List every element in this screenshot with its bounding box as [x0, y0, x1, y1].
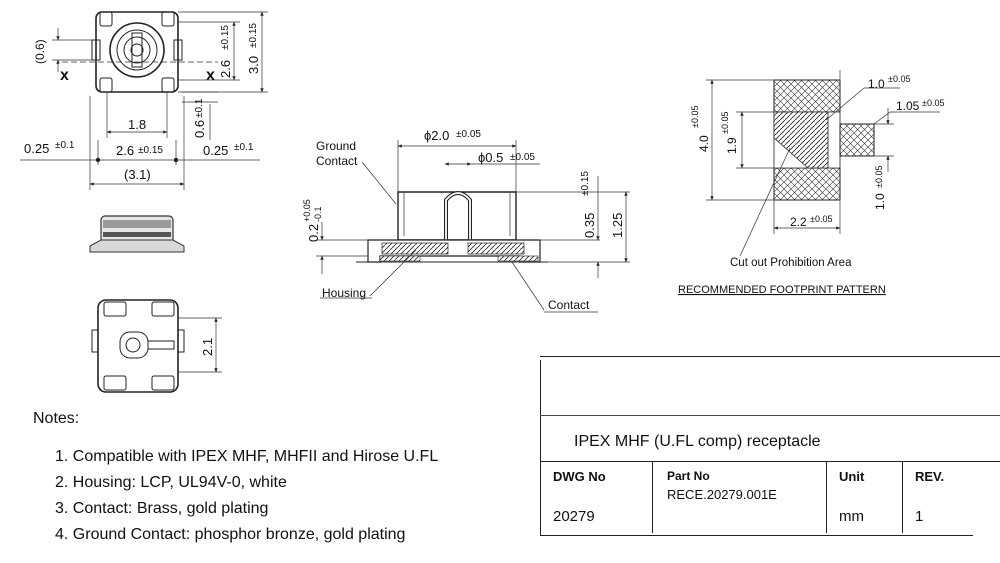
dia-0-5: ϕ0.5	[478, 150, 503, 165]
fp-dim-1-0-top: 1.0	[868, 77, 885, 91]
label-housing: Housing	[322, 286, 366, 300]
dim-1-8: 1.8	[128, 117, 146, 132]
dim-2-1: 2.1	[200, 338, 215, 356]
unit-value: mm	[839, 508, 864, 525]
cell-unit: Unit mm	[826, 462, 903, 533]
dwg-no-label: DWG No	[553, 469, 606, 484]
note-item: 2. Housing: LCP, UL94V-0, white	[55, 474, 287, 491]
dim-3-0-tol: ±0.15	[248, 23, 259, 48]
part-no-value: RECE.20279.001E	[667, 487, 777, 502]
top-view: x x (0.6) 3.0 ±0.15 2.6 ±0.15 0.6 ±0.1 1…	[20, 11, 268, 190]
note-item: 3. Contact: Brass, gold plating	[55, 500, 269, 517]
dim-025-right-tol: ±0.1	[234, 142, 254, 153]
side-view	[89, 215, 185, 253]
dia-2-0-tol: ±0.05	[456, 129, 481, 140]
footprint-pad-bottom	[773, 167, 841, 201]
note-item: 4. Ground Contact: phosphor bronze, gold…	[55, 526, 406, 543]
dia-0-5-tol: ±0.05	[510, 152, 535, 163]
title-block-frame	[540, 360, 973, 536]
dim-2-6-h-tol: ±0.15	[138, 145, 163, 156]
dwg-no-value: 20279	[553, 508, 595, 525]
cell-rev: REV. 1	[902, 462, 1000, 533]
top-view-outer-ring	[109, 22, 165, 78]
fp-dim-1-05-tol: ±0.05	[922, 98, 944, 108]
label-ground-line1: Ground	[316, 139, 356, 153]
fp-dim-1-9-tol: ±0.05	[720, 112, 730, 134]
dim-025-left: 0.25	[24, 141, 49, 156]
dim-0-6-b-tol: ±0.1	[194, 98, 205, 118]
fp-dim-1-05: 1.05	[896, 99, 920, 113]
title-block-separator	[540, 415, 1000, 416]
notes-title: Notes:	[33, 410, 80, 427]
title-block-row: DWG No 20279 Part No RECE.20279.001E Uni…	[540, 461, 1000, 533]
cell-part-no: Part No RECE.20279.001E	[652, 462, 823, 533]
x-mark-left: x	[60, 67, 69, 84]
unit-label: Unit	[839, 469, 865, 484]
x-mark-right: x	[206, 67, 215, 84]
label-contact: Contact	[548, 298, 590, 312]
part-description: IPEX MHF (U.FL comp) receptacle	[574, 433, 821, 450]
fp-dim-1-9: 1.9	[725, 137, 739, 154]
rev-value: 1	[915, 508, 924, 525]
dim-2-6-h: 2.6	[116, 143, 134, 158]
dim-0-35-tol: ±0.15	[580, 171, 591, 196]
bottom-view-body	[97, 299, 179, 393]
dim-0-6-paren: (0.6)	[33, 39, 47, 64]
fp-cutout-label: Cut out Prohibition Area	[730, 257, 852, 269]
fp-dim-4-0: 4.0	[697, 135, 711, 152]
notes-section: Notes: 1. Compatible with IPEX MHF, MHFI…	[33, 410, 438, 552]
fp-dim-2-2: 2.2	[790, 215, 807, 229]
dim-0-35: 0.35	[582, 213, 597, 238]
dim-025-right: 0.25	[203, 143, 228, 158]
dim-3-0: 3.0	[246, 56, 261, 74]
dim-0-2: 0.2	[306, 224, 321, 242]
footprint-signal-pad	[839, 123, 875, 157]
dim-1-25: 1.25	[610, 213, 625, 238]
fp-dim-1-0-top-tol: ±0.05	[888, 74, 910, 84]
part-no-label: Part No	[667, 469, 710, 483]
rev-label: REV.	[915, 469, 945, 484]
fp-dim-1-0-right-tol: ±0.05	[874, 166, 884, 188]
title-block: IPEX MHF (U.FL comp) receptacle DWG No 2…	[540, 356, 1000, 536]
cell-dwg-no: DWG No 20279	[540, 462, 652, 533]
dim-0-6-b: 0.6	[192, 120, 207, 138]
dim-2-6-v-tol: ±0.15	[220, 25, 231, 50]
footprint-pad-top	[773, 79, 841, 113]
fp-dim-1-0-right: 1.0	[873, 193, 887, 210]
dim-0-2-tol-up: +0.05	[302, 199, 312, 222]
dim-0-2-tol-dn: -0.1	[313, 206, 323, 222]
dia-2-0: ϕ2.0	[424, 128, 449, 143]
section-view: Ground Contact ϕ2.0 ±0.05 ϕ0.5 ±0.05 0.2…	[302, 128, 630, 313]
top-view-center-pin	[130, 43, 144, 57]
bottom-view-pin	[125, 337, 141, 353]
section-housing-top	[397, 191, 517, 241]
fp-dim-4-0-tol: ±0.05	[690, 106, 700, 128]
dim-3-1: (3.1)	[124, 167, 151, 182]
note-item: 1. Compatible with IPEX MHF, MHFII and H…	[55, 448, 439, 465]
label-ground-line2: Contact	[316, 154, 358, 168]
fp-dim-2-2-tol: ±0.05	[810, 214, 832, 224]
bottom-view: 2.1	[91, 299, 222, 393]
footprint-pattern: 1.0 ±0.05 1.05 ±0.05 4.0 ±0.05 1.9 ±0.05…	[678, 70, 944, 296]
dim-025-left-tol: ±0.1	[55, 140, 75, 151]
dim-2-6-v: 2.6	[218, 60, 233, 78]
fp-title: RECOMMENDED FOOTPRINT PATTERN	[678, 284, 886, 296]
